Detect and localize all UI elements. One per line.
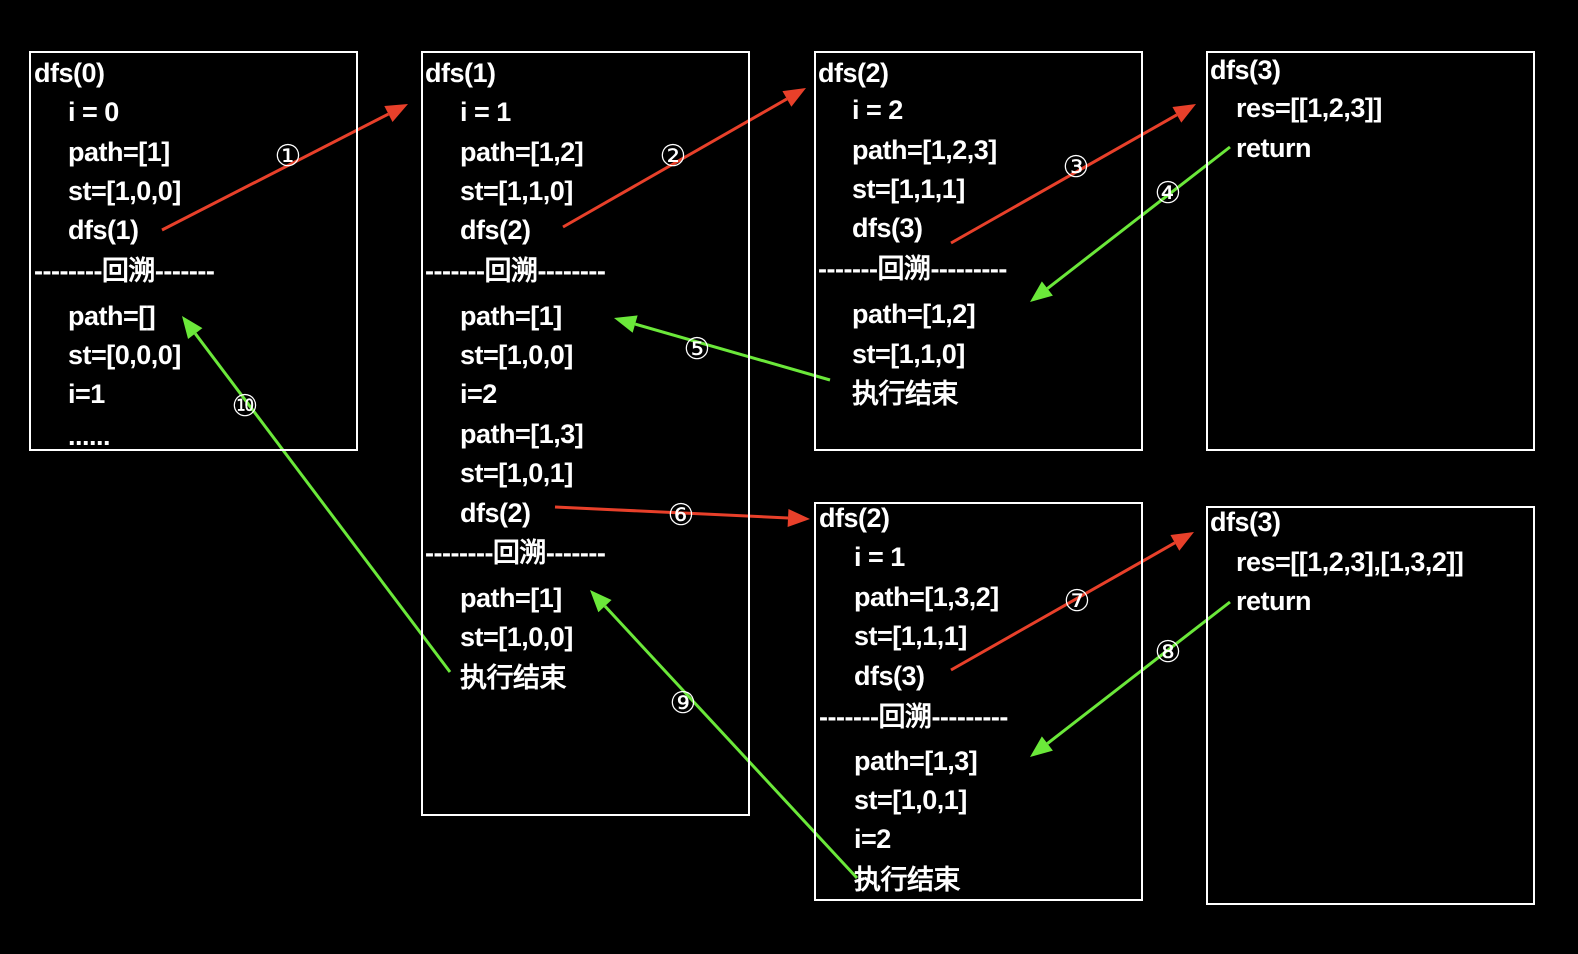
frame-line: i=2	[460, 379, 497, 409]
frame-line: path=[1,2,3]	[852, 135, 997, 165]
frame-line: st=[0,0,0]	[68, 340, 181, 370]
step-number-3: ③	[1062, 151, 1090, 184]
frame-line: path=[1]	[68, 137, 170, 167]
frame-title: dfs(3)	[1210, 55, 1281, 85]
frame-line: res=[[1,2,3]]	[1236, 93, 1382, 123]
backtrack-divider: --------回溯-------	[34, 256, 215, 286]
frame-line: path=[1,2]	[852, 299, 976, 329]
frame-dfs3b	[1206, 506, 1535, 905]
call-arrow-1	[161, 112, 390, 232]
frame-line: 执行结束	[854, 865, 961, 895]
frame-line: st=[1,0,0]	[68, 176, 181, 206]
frame-dfs1	[421, 51, 750, 816]
frame-dfs2a	[814, 51, 1143, 451]
frame-line: dfs(2)	[460, 215, 531, 245]
frame-dfs3a	[1206, 51, 1535, 451]
frame-line: ......	[68, 421, 111, 451]
frame-line: st=[1,1,1]	[854, 621, 967, 651]
step-number-1: ①	[274, 140, 302, 173]
frame-line: st=[1,0,0]	[460, 340, 573, 370]
frame-line: i = 0	[68, 97, 119, 127]
backtrack-divider: --------回溯-------	[425, 538, 606, 568]
frame-line: 执行结束	[852, 379, 959, 409]
call-arrow-7	[950, 541, 1176, 672]
frame-dfs2b	[814, 502, 1143, 901]
frame-line: path=[1,3]	[460, 419, 584, 449]
step-number-6: ⑥	[667, 499, 695, 532]
frame-title: dfs(0)	[34, 58, 105, 88]
arrowhead-icon	[590, 590, 612, 613]
arrowhead-icon	[782, 88, 806, 107]
arrowhead-icon	[1030, 281, 1053, 302]
frame-line: st=[1,0,0]	[460, 622, 573, 652]
frame-line: i = 1	[854, 542, 905, 572]
backtrack-divider: -------回溯---------	[819, 702, 1008, 732]
frame-dfs0	[29, 51, 358, 451]
step-number-2: ②	[659, 140, 687, 173]
frame-line: return	[1236, 133, 1312, 163]
step-number-7: ⑦	[1063, 585, 1091, 618]
return-arrow-5	[634, 322, 831, 382]
frame-line: st=[1,0,1]	[460, 458, 573, 488]
frame-line: st=[1,0,1]	[854, 785, 967, 815]
frame-line: dfs(2)	[460, 498, 531, 528]
frame-line: st=[1,1,1]	[852, 174, 965, 204]
frame-line: dfs(3)	[854, 661, 925, 691]
frame-line: path=[1,3]	[854, 746, 978, 776]
frame-line: path=[1]	[460, 301, 562, 331]
frame-line: i = 1	[460, 97, 511, 127]
return-arrow-4	[1046, 145, 1231, 290]
arrowhead-icon	[1170, 532, 1194, 551]
frame-title: dfs(2)	[818, 58, 889, 88]
frame-line: path=[]	[68, 301, 156, 331]
arrowhead-icon	[1172, 104, 1196, 123]
frame-line: dfs(1)	[68, 215, 139, 245]
frame-line: path=[1,3,2]	[854, 582, 999, 612]
arrowhead-icon	[1030, 736, 1053, 757]
frame-title: dfs(1)	[425, 58, 496, 88]
return-arrow-8	[1046, 600, 1231, 745]
step-number-9: ⑨	[669, 687, 697, 720]
frame-line: 执行结束	[460, 663, 567, 693]
frame-line: path=[1,2]	[460, 137, 584, 167]
step-number-10: ⑩	[231, 390, 259, 423]
frame-line: path=[1]	[460, 583, 562, 613]
frame-line: i=1	[68, 379, 105, 409]
call-arrow-3	[950, 113, 1178, 245]
backtrack-divider: -------回溯---------	[818, 254, 1007, 284]
step-number-4: ④	[1154, 177, 1182, 210]
frame-title: dfs(3)	[1210, 507, 1281, 537]
frame-line: dfs(3)	[852, 213, 923, 243]
backtrack-divider: -------回溯--------	[425, 256, 606, 286]
frame-title: dfs(2)	[819, 503, 890, 533]
arrowhead-icon	[787, 508, 810, 527]
arrowhead-icon	[182, 316, 203, 339]
frame-line: st=[1,1,0]	[852, 339, 965, 369]
step-number-5: ⑤	[683, 333, 711, 366]
return-arrow-10	[194, 332, 452, 673]
arrowhead-icon	[614, 315, 638, 333]
frame-line: i = 2	[852, 95, 903, 125]
frame-line: return	[1236, 586, 1312, 616]
frame-line: res=[[1,2,3],[1,3,2]]	[1236, 547, 1464, 577]
arrowhead-icon	[384, 104, 408, 123]
frame-line: st=[1,1,0]	[460, 176, 573, 206]
frame-line: i=2	[854, 824, 891, 854]
step-number-8: ⑧	[1154, 636, 1182, 669]
